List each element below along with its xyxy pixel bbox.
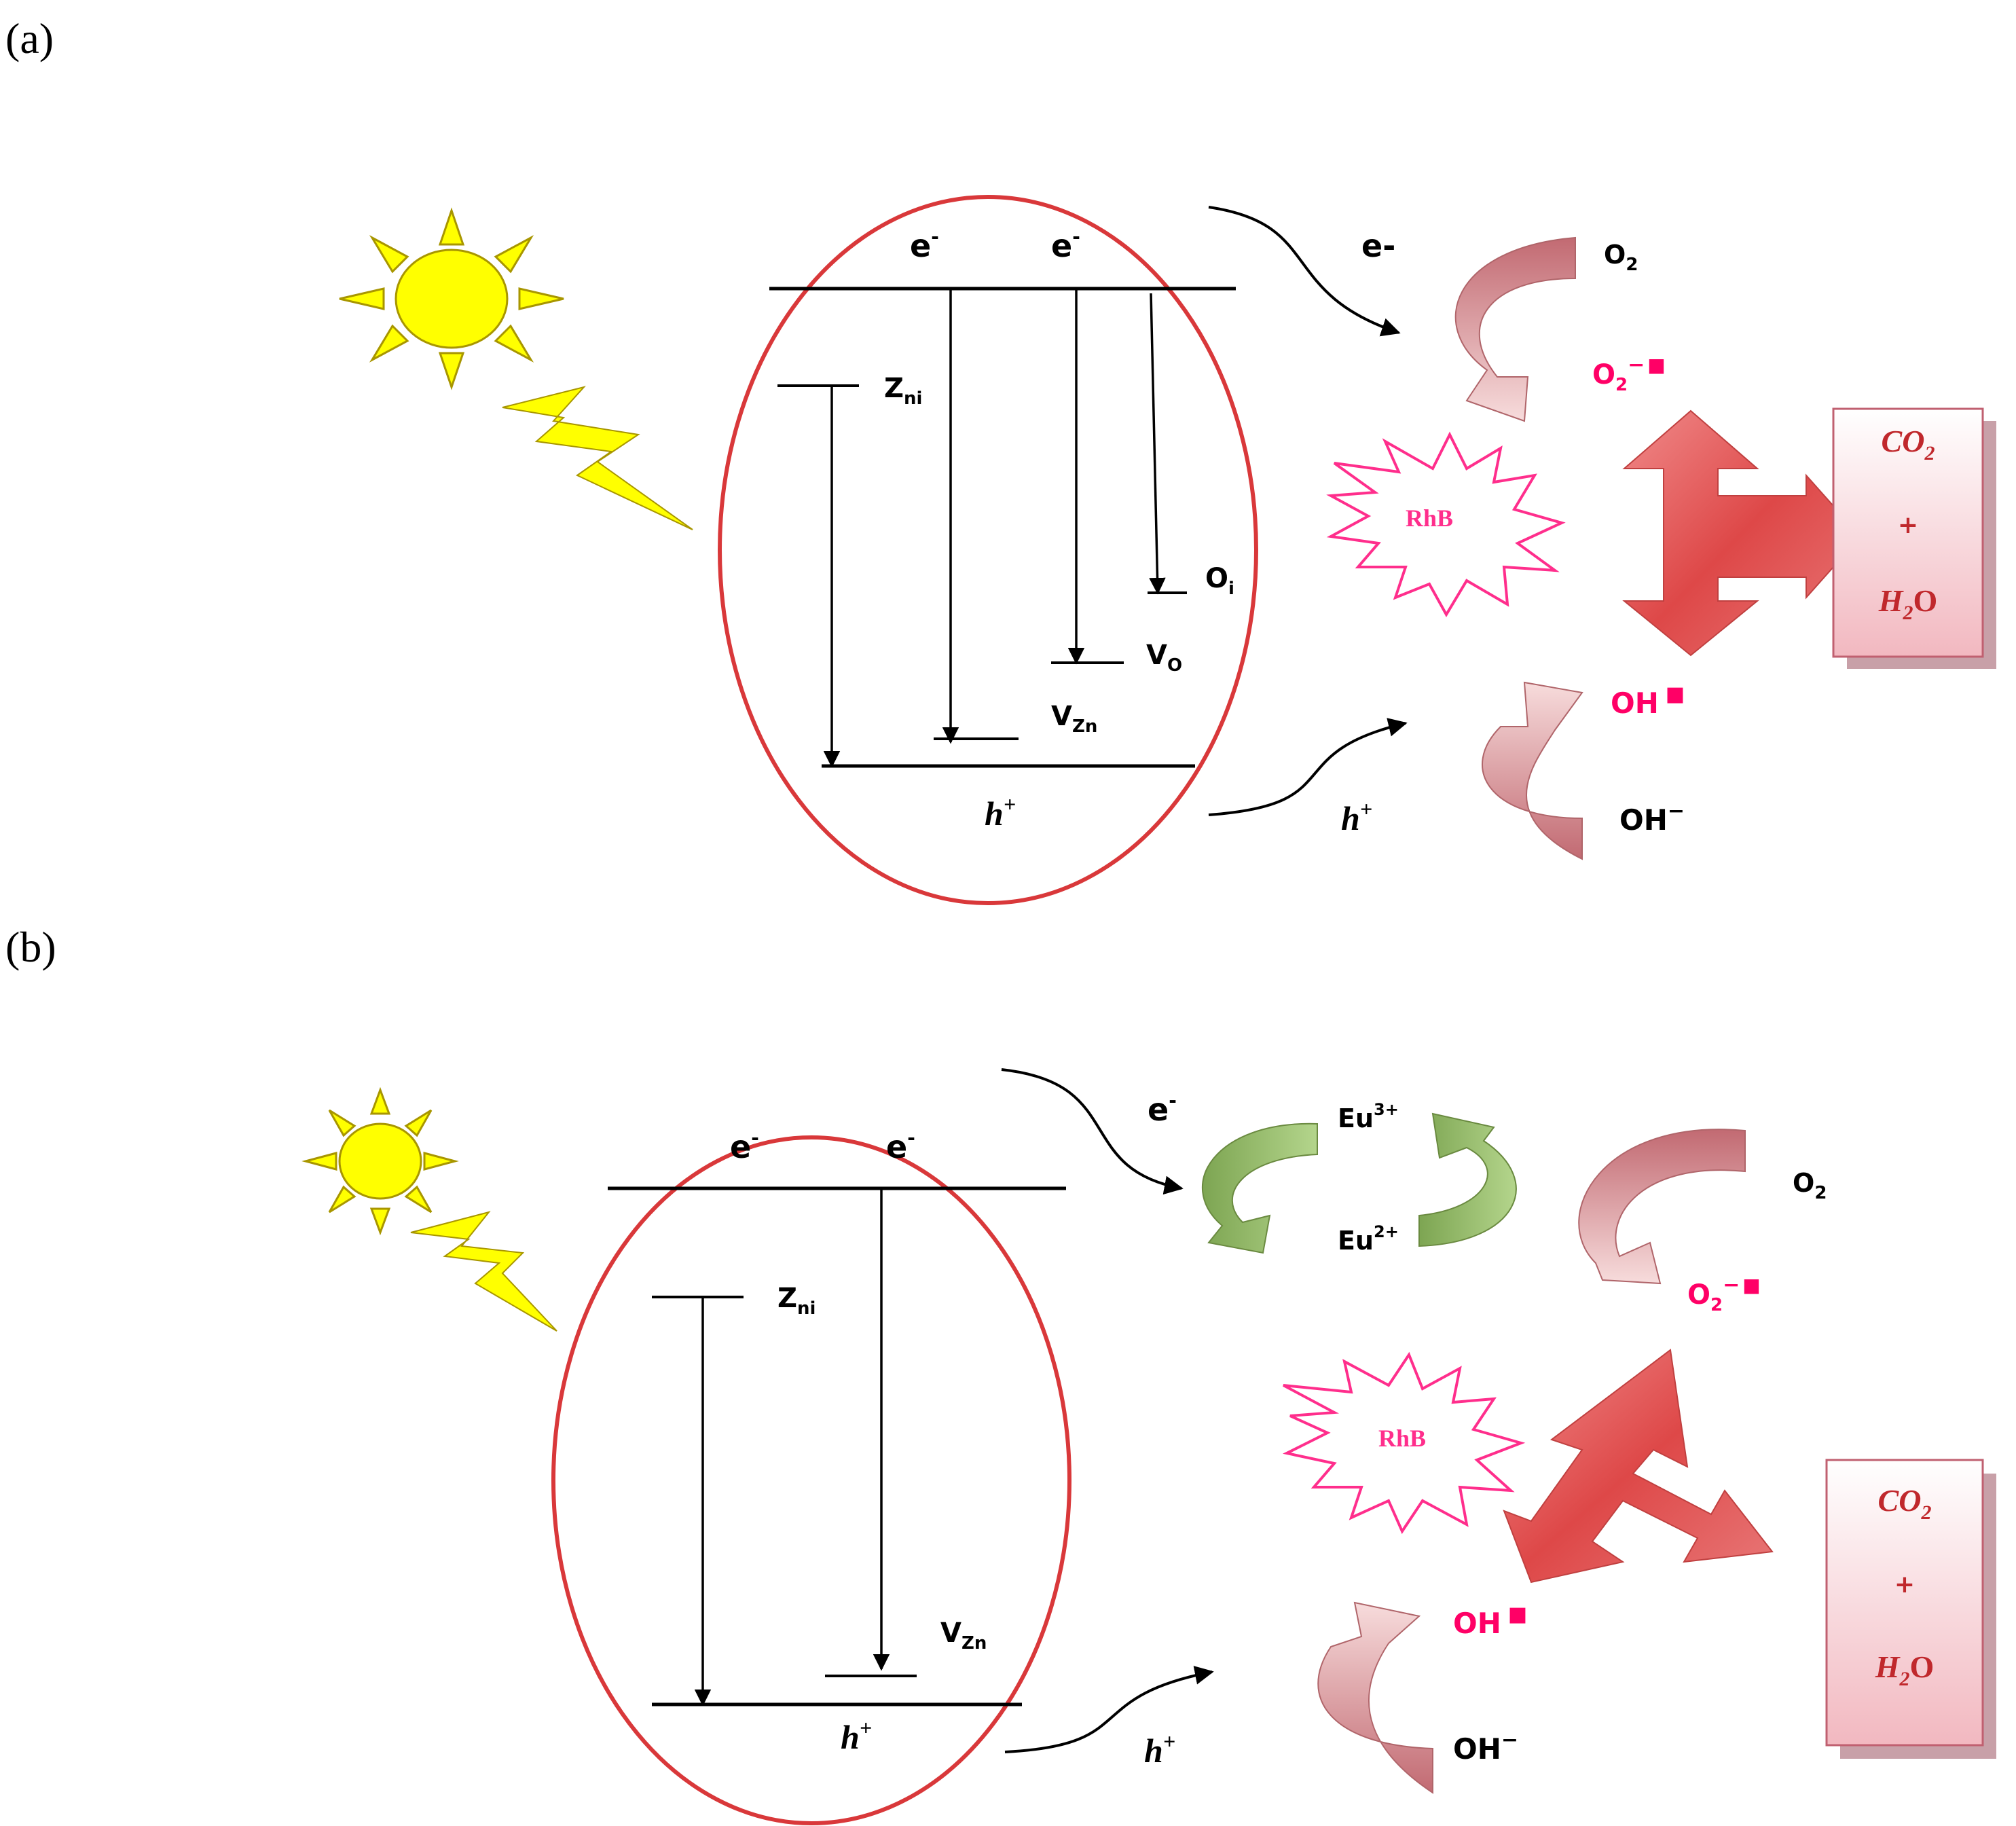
rhb-label-b: RhB — [1378, 1425, 1426, 1452]
hydroxyl-radical-label-a: OH■ — [1611, 682, 1685, 720]
panel-a: (a) e- e- Zni — [5, 14, 1996, 905]
hole-flow-label-b: h+ — [1144, 1729, 1175, 1770]
vzn-label-b: VZn — [940, 1618, 987, 1654]
plus-label-a: + — [1898, 511, 1918, 539]
electron-flow-label-b: e- — [1148, 1089, 1177, 1128]
electron-label-b2: e- — [886, 1127, 915, 1165]
eu-cycle-arrow-left — [1202, 1122, 1318, 1254]
sun-icon — [339, 207, 564, 390]
h2o-label-a: H2O — [1878, 583, 1938, 624]
hole-flow-arrow-b — [1004, 1666, 1214, 1753]
superoxide-label-a: O2−■ — [1592, 353, 1666, 395]
plus-label-b: + — [1894, 1571, 1915, 1599]
eu-cycle-arrow-right — [1418, 1112, 1517, 1247]
cb-to-oi-arrow — [1149, 293, 1166, 595]
eu2-label: Eu2+ — [1338, 1222, 1399, 1256]
vzn-label-a: VZn — [1051, 701, 1097, 737]
hydroxyl-radical-label-b: OH■ — [1453, 1603, 1527, 1640]
superoxide-label-b: O2−■ — [1687, 1273, 1761, 1315]
o2-label-a: O2 — [1604, 240, 1638, 275]
sun-icon-b — [301, 1087, 459, 1236]
oi-label-a: Oi — [1205, 563, 1234, 599]
o2-reduction-arrow-b — [1578, 1129, 1746, 1285]
electron-flow-arrow-b — [1001, 1068, 1184, 1195]
h2o-label-b: H2O — [1875, 1649, 1935, 1690]
zni-label-b: Zni — [777, 1283, 815, 1319]
hole-flow-arrow-a — [1208, 718, 1408, 816]
hydroxide-label-b: OH− — [1453, 1728, 1518, 1766]
electron-label-b1: e- — [730, 1127, 759, 1165]
panel-b-label: (b) — [5, 923, 56, 971]
product-box-a: CO2 + H2O — [1832, 407, 1996, 669]
hole-flow-label-a: h+ — [1341, 797, 1372, 837]
band-ellipse-b — [551, 1135, 1071, 1825]
hole-label-b: h+ — [841, 1715, 872, 1756]
o2-reduction-arrow-a — [1454, 236, 1576, 422]
band-ellipse-a — [718, 195, 1258, 905]
o2-label-b: O2 — [1793, 1168, 1827, 1203]
oh-oxidation-arrow-b — [1317, 1601, 1433, 1794]
zni-label-a: Zni — [884, 373, 922, 409]
lightning-icon — [502, 386, 693, 530]
co2-label-b: CO2 — [1878, 1483, 1932, 1524]
hydroxide-label-a: OH− — [1619, 799, 1685, 837]
degradation-arrow-a — [1622, 409, 1862, 657]
co2-label-a: CO2 — [1882, 424, 1935, 464]
rhb-starburst-b — [1283, 1351, 1526, 1535]
panel-b: (b) e- e- Zni VZn h+ e- — [5, 923, 1996, 1825]
eu3-label: Eu3+ — [1338, 1100, 1399, 1133]
oh-oxidation-arrow-a — [1482, 681, 1583, 860]
hole-label-a: h+ — [985, 792, 1016, 833]
electron-flow-arrow-a — [1208, 206, 1401, 337]
electron-label-a2: e- — [1051, 225, 1080, 264]
rhb-starburst-a — [1326, 431, 1566, 617]
product-box-b: CO2 + H2O — [1825, 1459, 1996, 1759]
vo-label-a: VO — [1146, 640, 1182, 676]
rhb-label-a: RhB — [1406, 505, 1453, 532]
panel-a-label: (a) — [5, 14, 54, 62]
lightning-icon-b — [410, 1211, 557, 1332]
electron-flow-label-a: e- — [1361, 227, 1395, 264]
degradation-arrow-b — [1503, 1349, 1774, 1584]
electron-label-a1: e- — [910, 225, 939, 264]
